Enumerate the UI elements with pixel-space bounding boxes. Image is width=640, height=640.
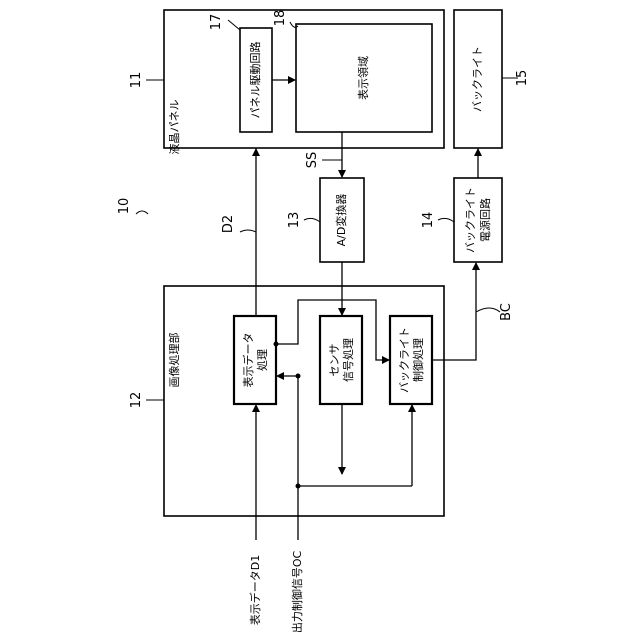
system-ref-leader: [136, 211, 148, 214]
backlight-ctrl-label-1: バックライト: [398, 327, 411, 393]
system-ref-label: 10: [117, 198, 132, 215]
ad-converter-ref: 13: [287, 212, 302, 229]
display-area-ref: 18: [273, 10, 288, 27]
ad-converter-ref-leader: [304, 218, 320, 222]
d2-signal-label: D2: [221, 215, 236, 233]
d2-signal-leader: [240, 230, 256, 232]
backlight-power-block: [454, 178, 502, 262]
display-data-proc-block: [234, 316, 276, 404]
sensor-proc-label-1: センサ: [328, 344, 341, 377]
junction-dot-oc-top: [296, 374, 301, 379]
image-processor-block: [164, 286, 444, 516]
junction-dot-display: [274, 342, 279, 347]
ss-signal-label: SS: [305, 152, 320, 169]
lcd-panel-ref: 11: [129, 72, 144, 89]
lcd-panel-block: [164, 10, 444, 148]
image-processor-label: 画像処理部: [167, 333, 181, 388]
ad-converter-label: A/D変換器: [334, 194, 348, 247]
panel-driver-ref-leader: [228, 20, 240, 30]
panel-driver-label: パネル駆動回路: [248, 42, 262, 119]
sensor-proc-block: [320, 316, 362, 404]
display-area-label: 表示領域: [356, 56, 370, 100]
backlight-power-label-1: バックライト: [464, 187, 477, 253]
backlight-ctrl-block: [390, 316, 432, 404]
lcd-panel-label: 液晶パネル: [167, 100, 181, 155]
junction-dot-oc: [296, 484, 301, 489]
backlight-power-ref: 14: [421, 212, 436, 229]
backlight-power-ref-leader: [438, 218, 454, 222]
image-processor-ref: 12: [129, 392, 144, 409]
backlight-power-label-2: 電源回路: [478, 198, 492, 242]
backlight-label: バックライト: [471, 46, 484, 112]
panel-driver-ref: 17: [209, 14, 224, 31]
backlight-ctrl-label-2: 制御処理: [411, 338, 425, 382]
input-display-data-label: 表示データD1: [248, 555, 262, 625]
bc-signal-label: BC: [499, 303, 514, 321]
display-data-proc-label-1: 表示データ: [241, 333, 255, 388]
display-data-proc-label-2: 処理: [256, 349, 269, 371]
bc-signal-leader: [476, 308, 500, 312]
input-output-control-label: 出力制御信号OC: [290, 551, 304, 634]
sensor-proc-label-2: 信号処理: [342, 338, 355, 382]
bc-signal-line: [432, 263, 476, 360]
